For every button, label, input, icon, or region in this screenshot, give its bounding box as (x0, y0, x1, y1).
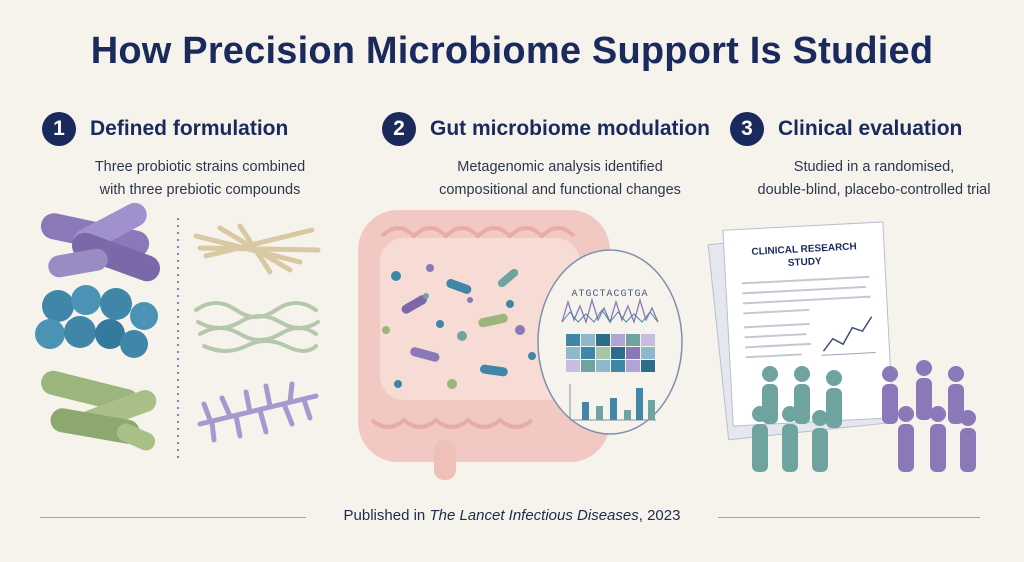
step-3-title: Clinical evaluation (778, 117, 963, 140)
step-2-title: Gut microbiome modulation (430, 117, 711, 140)
green-fiber-prebiotic-icon (194, 301, 320, 353)
gut-microbes (382, 264, 536, 389)
heatmap-grid (566, 334, 655, 372)
document-title-line2: STUDY (788, 256, 823, 269)
step-1-number: 1 (42, 112, 76, 146)
step-2-number: 2 (382, 112, 416, 146)
step-1-desc-line1: Three probiotic strains combined (94, 159, 306, 175)
citation-year: , 2023 (638, 507, 681, 524)
step-1-desc-line2: with three prebiotic compounds (99, 182, 301, 198)
lavender-branched-prebiotic-icon (197, 381, 319, 443)
footer-divider-left (40, 517, 306, 518)
footer-divider-right (718, 517, 980, 518)
treatment-group-people-icon (752, 366, 842, 472)
blue-cocci-bacteria-icon (35, 285, 158, 358)
step-3-number: 3 (730, 112, 764, 146)
step-2-desc-line1: Metagenomic analysis identified (457, 159, 663, 175)
step-3-desc-line2: double-blind, placebo-controlled trial (757, 182, 991, 198)
step-1-header: 1 Defined formulation (42, 112, 288, 146)
dna-sequence: ATGCTACGTGA (571, 289, 648, 300)
step-2-description: Metagenomic analysis identified composit… (400, 156, 720, 202)
step-1-description: Three probiotic strains combined with th… (50, 156, 350, 202)
step-2-header: 2 Gut microbiome modulation (382, 112, 710, 146)
step-3-desc-line1: Studied in a randomised, (793, 159, 955, 175)
publication-citation: Published in The Lancet Infectious Disea… (0, 507, 1024, 524)
step-2-desc-line2: compositional and functional changes (439, 182, 681, 198)
step-3-description: Studied in a randomised, double-blind, p… (736, 156, 1012, 202)
step-3-header: 3 Clinical evaluation (730, 112, 962, 146)
citation-prefix: Published in (343, 507, 430, 524)
placebo-group-people-icon (882, 360, 976, 472)
journal-name: The Lancet Infectious Diseases (429, 507, 639, 524)
abundance-bar-chart (569, 384, 656, 421)
purple-rod-bacteria-icon (40, 202, 161, 282)
page-title: How Precision Microbiome Support Is Stud… (90, 30, 934, 72)
trial-trend-chart (822, 316, 873, 352)
metagenomic-analysis-lens: ATGCTACGTGA (537, 249, 683, 435)
beige-fiber-prebiotic-icon (193, 223, 321, 275)
step-1-title: Defined formulation (90, 117, 289, 140)
green-rod-bacteria-icon (41, 370, 157, 451)
